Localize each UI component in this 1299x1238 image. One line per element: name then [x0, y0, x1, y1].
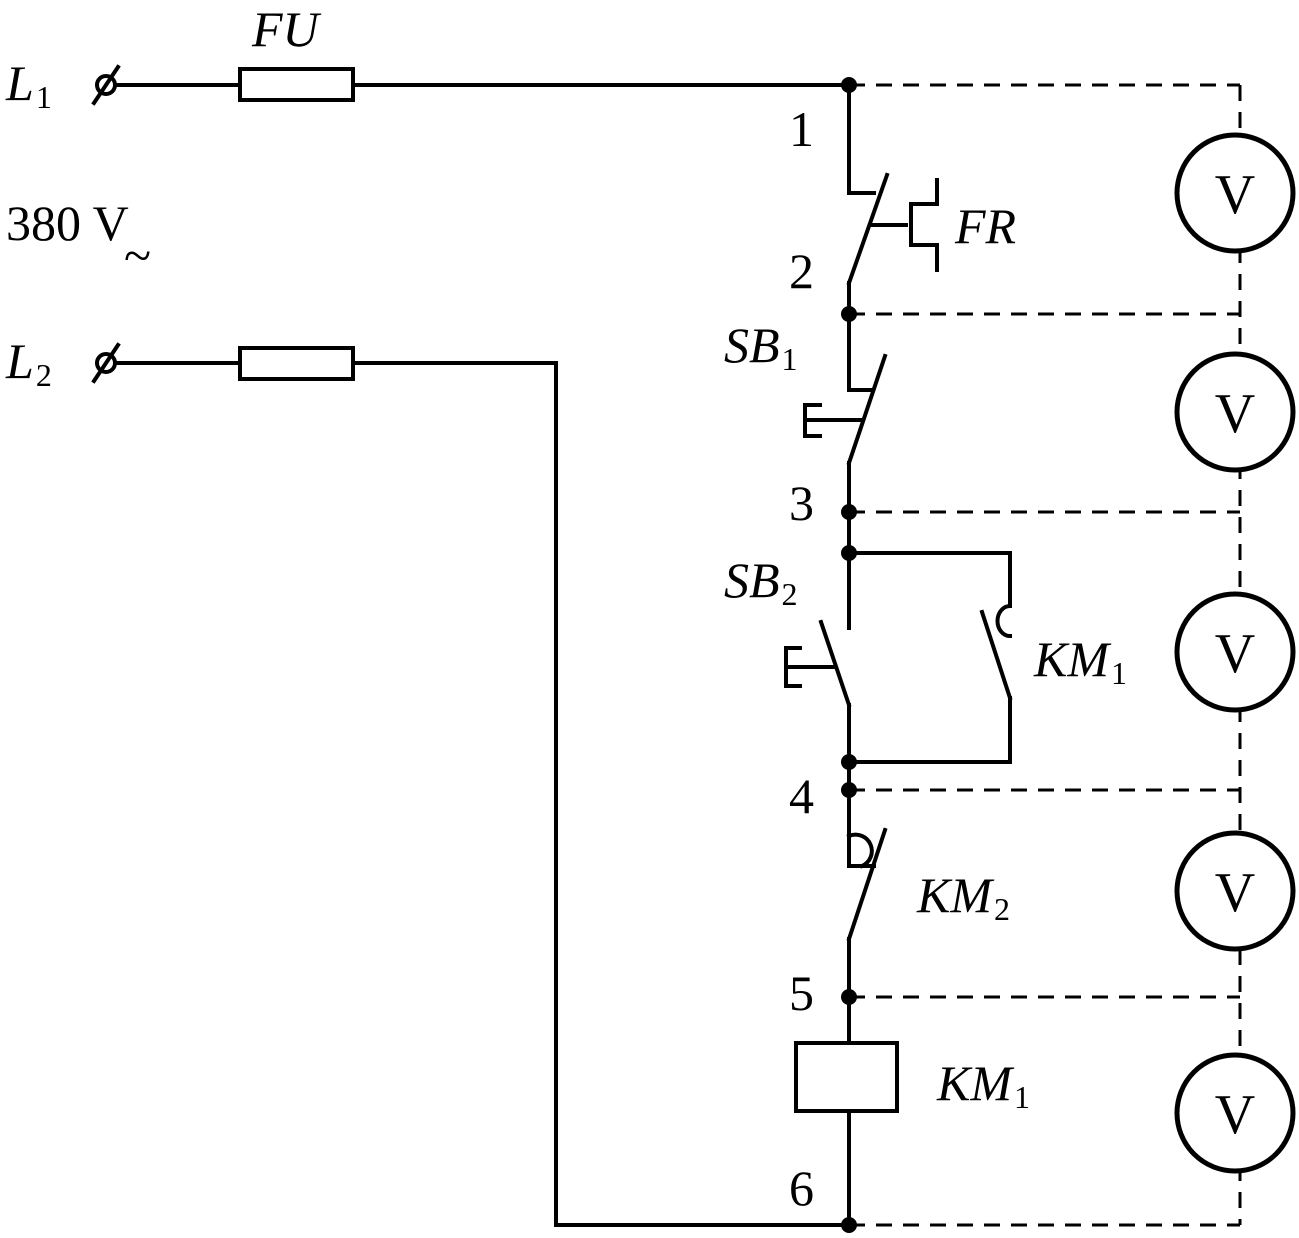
l1-terminal-slash: [91, 64, 121, 106]
node-1-label: 1: [789, 101, 814, 157]
voltmeter-3-symbol: V: [1215, 623, 1255, 685]
l2-label: L2: [5, 333, 52, 393]
km1-aux-hook: [995, 603, 1013, 639]
ac-symbol: ~: [124, 227, 151, 283]
junction-node3-branch: [841, 545, 857, 561]
voltmeter-5-circle: [1174, 1052, 1296, 1174]
voltmeter-2-symbol: V: [1215, 383, 1255, 445]
km1-coil-label: KM1: [936, 1055, 1030, 1115]
line-l2-terminal: L2: [5, 333, 121, 393]
voltmeter-3-circle: [1174, 591, 1296, 713]
node-5-label: 5: [789, 965, 814, 1021]
km1-aux-contact: [979, 603, 1013, 701]
voltmeter-4-circle: [1174, 830, 1296, 952]
voltmeter-1-circle: [1174, 132, 1296, 254]
sb1-label: SB1: [724, 317, 798, 377]
node-4-label: 4: [789, 768, 814, 824]
supply-voltage-label: 380 V: [6, 195, 129, 251]
sb1-stop-button: [803, 353, 888, 466]
voltmeter-4-symbol: V: [1215, 862, 1255, 924]
fr-contact-blade: [846, 172, 890, 286]
km2-hook: [846, 832, 874, 869]
l1-label: L1: [5, 55, 52, 115]
l2-return-wire: [351, 361, 851, 1227]
km1-aux-branch-top: [847, 551, 1012, 608]
sb2-start-button: [784, 619, 852, 708]
voltmeter-2: V: [1174, 351, 1296, 473]
voltmeter-5: V: [1174, 1052, 1296, 1174]
line-l1-terminal: L1: [5, 55, 121, 115]
l2-terminal-slash: [91, 342, 121, 384]
sb2-label: SB2: [724, 552, 798, 612]
voltmeter-5-symbol: V: [1215, 1084, 1255, 1146]
voltmeter-1: V: [1174, 132, 1296, 254]
km1-aux-blade: [979, 609, 1013, 701]
node-3-label: 3: [789, 475, 814, 531]
voltmeter-3: V: [1174, 591, 1296, 713]
km1-coil: [794, 1041, 899, 1113]
fr-thermal-element: [909, 178, 939, 272]
km2-label: KM2: [916, 867, 1010, 927]
fuse-l2: [238, 346, 355, 381]
km1-aux-label: KM1: [1033, 631, 1127, 691]
voltmeter-1-symbol: V: [1215, 164, 1255, 226]
km2-interlock-contact: [846, 827, 888, 942]
km1-aux-branch-bottom: [847, 696, 1012, 764]
voltmeter-4: V: [1174, 830, 1296, 952]
km2-blade: [846, 827, 888, 942]
sb1-blade: [846, 353, 888, 466]
fr-label: FR: [954, 198, 1016, 254]
node-6-label: 6: [789, 1160, 814, 1216]
sb2-blade: [818, 619, 852, 708]
fuse-l1: [238, 67, 355, 102]
junction-node4-branch: [841, 754, 857, 770]
node-2-label: 2: [789, 243, 814, 299]
fuse-label: FU: [251, 1, 322, 57]
fr-contact: [846, 172, 939, 286]
voltmeter-2-circle: [1174, 351, 1296, 473]
